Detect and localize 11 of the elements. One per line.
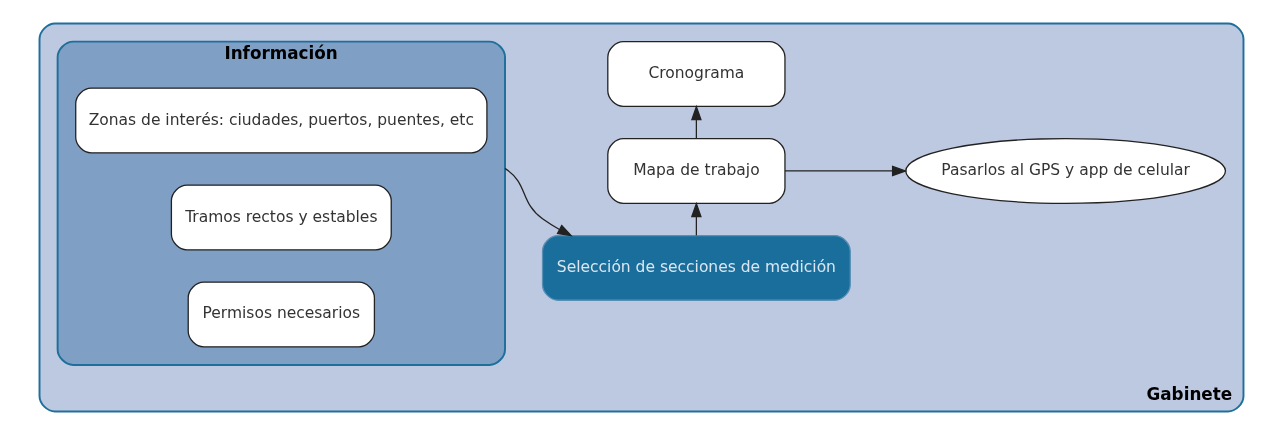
node-box: Mapa de trabajo [606,137,786,204]
node-box: Zonas de interés: ciudades, puertos, puentes, etc [74,87,488,154]
node-box: Permisos necesarios [187,281,375,348]
node-box: Selección de secciones de medición [541,234,851,301]
arrow [690,201,702,236]
arrow [503,167,573,237]
node-ellipse: Pasarlos al GPS y app de celular [904,137,1226,204]
arrow [783,165,907,177]
node-box: Cronograma [606,41,786,107]
node-box: Tramos rectos y estables [170,184,392,251]
arrow [690,104,702,139]
